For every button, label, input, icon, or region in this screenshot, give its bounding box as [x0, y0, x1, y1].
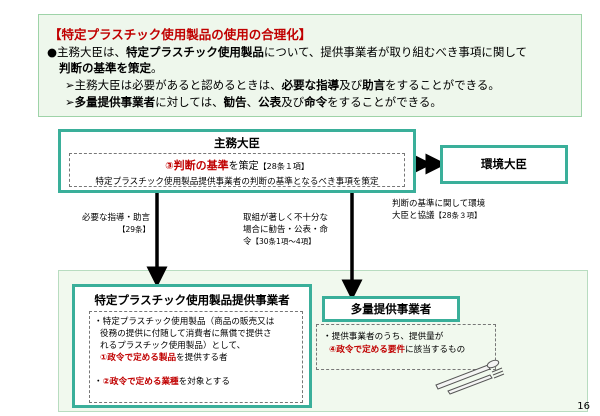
standard-description: 特定プラスチック使用製品提供事業者の判断の基準となるべき事項を策定	[95, 177, 379, 187]
bulk-provider-box: 多量提供事業者	[322, 296, 460, 322]
cutlery-icon	[435, 359, 505, 395]
summary-line-2: 判断の基準を策定。	[59, 61, 163, 75]
env-note: 判断の基準に関して環境 大臣と協議【28条３項】	[392, 199, 486, 221]
standard-heading: ③判断の基準を策定【28条１項】	[165, 159, 309, 172]
bulk-line-1: ・提供事業者のうち、提供量が	[323, 332, 444, 342]
provider-line-4: ①政令で定める製品を提供する者	[100, 353, 228, 363]
arrow-marker-icon: ➢	[65, 95, 75, 109]
provider-line-5: ・②政令で定める業種を対象とする	[94, 377, 230, 387]
provider-line-3: れるプラスチック使用製品）として、	[100, 341, 246, 351]
minister-box: 主務大臣 ③判断の基準を策定【28条１項】 特定プラスチック使用製品提供事業者の…	[58, 129, 416, 193]
bulk-detail-box: ・提供事業者のうち、提供量が ④政令で定める要件に該当するもの	[316, 324, 496, 370]
page-number: 16	[577, 401, 590, 412]
standard-box: ③判断の基準を策定【28条１項】 特定プラスチック使用製品提供事業者の判断の基準…	[69, 153, 405, 187]
summary-panel: 【特定プラスチック使用製品の使用の合理化】 ●主務大臣は、特定プラスチック使用製…	[38, 14, 582, 117]
recommendation-note: 取組が著しく不十分な 場合に勧告・公表・命 令【30条1項～4項】	[243, 213, 329, 247]
summary-sub-1: ➢主務大臣は必要があると認めるときは、必要な指導及び助言をすることができる。	[65, 78, 500, 92]
summary-sub-2: ➢多量提供事業者に対しては、勧告、公表及び命令をすることができる。	[65, 95, 442, 109]
bulk-line-2: ④政令で定める要件に該当するもの	[329, 345, 466, 355]
provider-detail-box: ・特定プラスチック使用製品（商品の販売又は 役務の提供に付随して消費者に無償で提…	[89, 311, 303, 403]
summary-line-1: ●主務大臣は、特定プラスチック使用製品について、提供事業者が取り組むべき事項に関…	[47, 45, 528, 59]
provider-line-2: 役務の提供に付随して消費者に無償で提供さ	[100, 329, 272, 339]
bullet-marker: ●	[47, 45, 58, 59]
guidance-note: 必要な指導・助言 【29条】	[81, 213, 150, 234]
env-minister-box: 環境大臣	[440, 145, 568, 184]
provider-line-1: ・特定プラスチック使用製品（商品の販売又は	[94, 317, 275, 327]
arrow-marker-icon: ➢	[65, 78, 75, 92]
provider-box: 特定プラスチック使用製品提供事業者 ・特定プラスチック使用製品（商品の販売又は …	[72, 284, 312, 408]
summary-title: 【特定プラスチック使用製品の使用の合理化】	[49, 27, 312, 42]
minister-title: 主務大臣	[214, 136, 260, 150]
provider-title: 特定プラスチック使用製品提供事業者	[94, 293, 290, 307]
